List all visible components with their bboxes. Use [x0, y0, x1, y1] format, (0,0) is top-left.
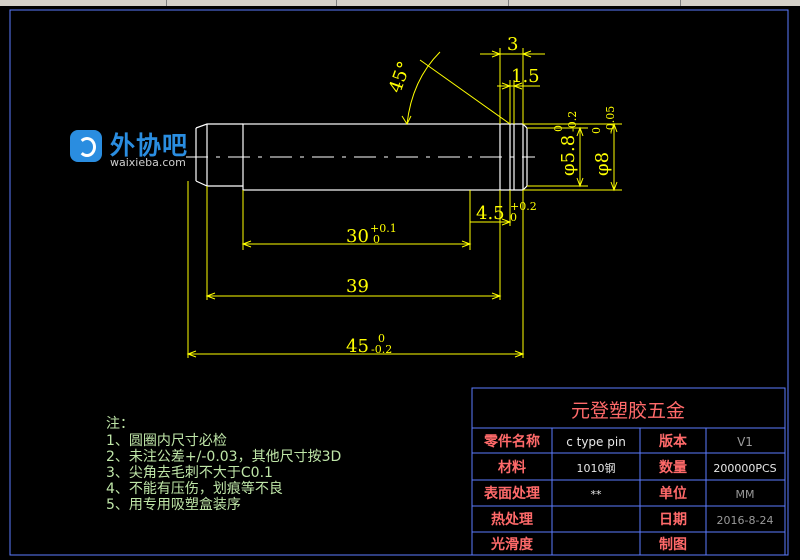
value-quantity: 200000PCS [713, 462, 776, 475]
window-top-strip [0, 0, 800, 6]
value-part-name: c type pin [566, 435, 626, 449]
value-date: 2016-8-24 [717, 514, 774, 527]
dim-45-tol-lower: -0.2 [371, 343, 392, 356]
note-item: 2、未注公差+/-0.03，其他尺寸按3D [106, 449, 341, 465]
title-block: 元登塑胶五金 零件名称 c type pin 版本 V1 材料 1010钢 数量… [471, 387, 786, 556]
dim-pin-dia-tol-upper: 0 [590, 127, 603, 134]
drawing-frame [9, 9, 789, 556]
watermark-logo: 外协吧 waixieba.com [68, 126, 216, 172]
dim-groove-dia-tol-upper: 0 [552, 125, 565, 132]
watermark-brand: 外协吧 [110, 131, 189, 160]
value-unit: MM [736, 488, 755, 501]
value-material: 1010钢 [577, 462, 616, 475]
watermark-url: waixieba.com [110, 156, 186, 169]
dim-groove-dia-tol-lower: -0.2 [566, 111, 579, 132]
dim-pin-dia: φ8 [592, 152, 613, 176]
label-date: 日期 [659, 512, 687, 528]
note-item: 3、尖角去毛刺不大于C0.1 [106, 465, 273, 481]
note-item: 4、不能有压伤，划痕等不良 [106, 480, 283, 497]
label-version: 版本 [659, 433, 688, 450]
dim-30-tol-lower: 0 [373, 233, 380, 246]
dim-groove-dia: φ5.8 [558, 135, 579, 176]
dim-45-tol-upper: 0 [378, 332, 385, 345]
dim-39: 39 [346, 276, 369, 297]
notes-title: 注： [106, 416, 134, 432]
label-quantity: 数量 [659, 459, 687, 476]
dim-45: 45 [346, 336, 369, 357]
label-smoothness: 光滑度 [490, 536, 534, 553]
dim-angle: 45° [385, 59, 416, 96]
dim-groove-width: 1.5 [511, 66, 540, 87]
value-surface: ** [591, 488, 603, 501]
dimension-texts: 45° 3 1.5 φ5.8 0 -0.2 φ8 0 -0.05 4.5 +0.… [346, 34, 617, 357]
label-unit: 单位 [659, 485, 687, 502]
value-version: V1 [737, 435, 753, 449]
technical-notes: 注： 1、圆圈内尺寸必检 2、未注公差+/-0.03，其他尺寸按3D 3、尖角去… [106, 416, 341, 513]
logo-icon [70, 130, 102, 162]
label-material: 材料 [498, 459, 526, 476]
label-surface: 表面处理 [483, 485, 540, 502]
dim-4-5: 4.5 [476, 203, 505, 224]
dim-4-5-tol-lower: 0 [510, 211, 517, 224]
label-heat-treatment: 热处理 [491, 511, 533, 528]
dim-chamfer: 3 [507, 34, 518, 55]
label-drawing: 制图 [659, 536, 687, 553]
dim-30-tol-upper: +0.1 [370, 222, 397, 235]
dim-4-5-tol-upper: +0.2 [510, 200, 537, 213]
company-name: 元登塑胶五金 [571, 400, 685, 422]
note-item: 1、圆圈内尺寸必检 [106, 433, 227, 449]
dimension-lines [186, 48, 622, 358]
label-part-name: 零件名称 [483, 433, 540, 450]
dim-30: 30 [346, 226, 369, 247]
note-item: 5、用专用吸塑盒装序 [106, 496, 241, 513]
dim-pin-dia-tol-lower: -0.05 [604, 106, 617, 134]
